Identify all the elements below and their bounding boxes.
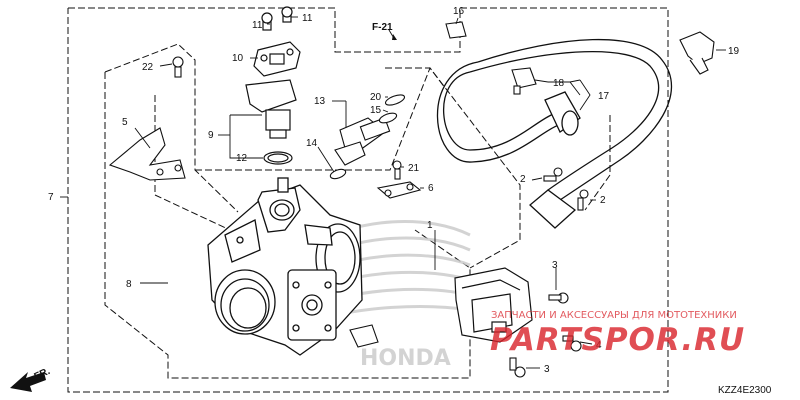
callout-11b: 11 (302, 13, 313, 24)
bracket-5-icon (108, 127, 186, 181)
bolt-22-icon (172, 56, 184, 78)
callout-14: 14 (306, 138, 318, 149)
callout-11a: 11 (252, 20, 263, 31)
partspor-watermark: ЗАПЧАСТИ И АКСЕССУАРЫ ДЛЯ МОТОТЕХНИКИ PA… (490, 310, 745, 358)
throttle-body-icon (207, 177, 363, 356)
watermark-logo-text: PARTSPOR.RU (490, 322, 745, 358)
clamp-19-icon (679, 31, 715, 75)
callout-15: 15 (370, 105, 382, 116)
front-direction-icon: FR. (10, 366, 52, 392)
ref-code: F-21 (372, 22, 393, 33)
throttle-sensor-icon (454, 267, 533, 343)
callout-22: 22 (142, 62, 154, 73)
callout-18: 18 (553, 78, 565, 89)
callout-7: 7 (48, 192, 54, 203)
injector-bracket-icon (376, 160, 422, 199)
callout-13: 13 (314, 96, 326, 107)
callout-8: 8 (126, 279, 132, 290)
callout-19: 19 (728, 46, 740, 57)
ref-arrow-icon (392, 34, 397, 40)
callout-labels: 1 2 2 3 3 4 5 6 7 8 9 10 11 11 12 13 14 … (48, 6, 740, 375)
screw-4-icon (562, 335, 582, 352)
inner-frame-d (195, 66, 521, 269)
callout-6: 6 (428, 183, 434, 194)
callout-12: 12 (236, 153, 248, 164)
callout-17: 17 (598, 91, 610, 102)
inner-frame-e (385, 67, 446, 89)
screw-3-icon (509, 292, 569, 378)
callout-2b: 2 (600, 195, 606, 206)
callout-10: 10 (232, 53, 244, 64)
callout-20: 20 (370, 92, 382, 103)
callout-16: 16 (453, 6, 465, 17)
inner-frame-f (584, 115, 611, 211)
leader-lines (60, 16, 726, 369)
callout-3a: 3 (552, 260, 558, 271)
honda-brand-watermark: HONDA (360, 346, 451, 371)
callout-2a: 2 (520, 174, 526, 185)
o-ring-icon (349, 324, 379, 348)
inner-frame-b (104, 72, 471, 379)
callout-4: 4 (596, 340, 602, 351)
callout-21: 21 (408, 163, 420, 174)
callout-1: 1 (427, 220, 433, 231)
fuel-hose-icon (436, 38, 673, 229)
direction-label: FR. (33, 366, 52, 383)
callout-9: 9 (208, 130, 214, 141)
callout-5: 5 (122, 117, 128, 128)
clip-16-icon (445, 21, 467, 39)
inner-frame-c (154, 95, 231, 231)
inner-frame-a (104, 43, 239, 213)
diagram-code: KZZ4E2300 (718, 385, 772, 396)
bolt-2-icon (543, 167, 589, 211)
joint-18-icon (511, 67, 537, 95)
watermark-top-text: ЗАПЧАСТИ И АКСЕССУАРЫ ДЛЯ МОТОТЕХНИКИ (491, 310, 737, 321)
callout-3b: 3 (544, 364, 550, 375)
assembly-frame (67, 7, 669, 393)
